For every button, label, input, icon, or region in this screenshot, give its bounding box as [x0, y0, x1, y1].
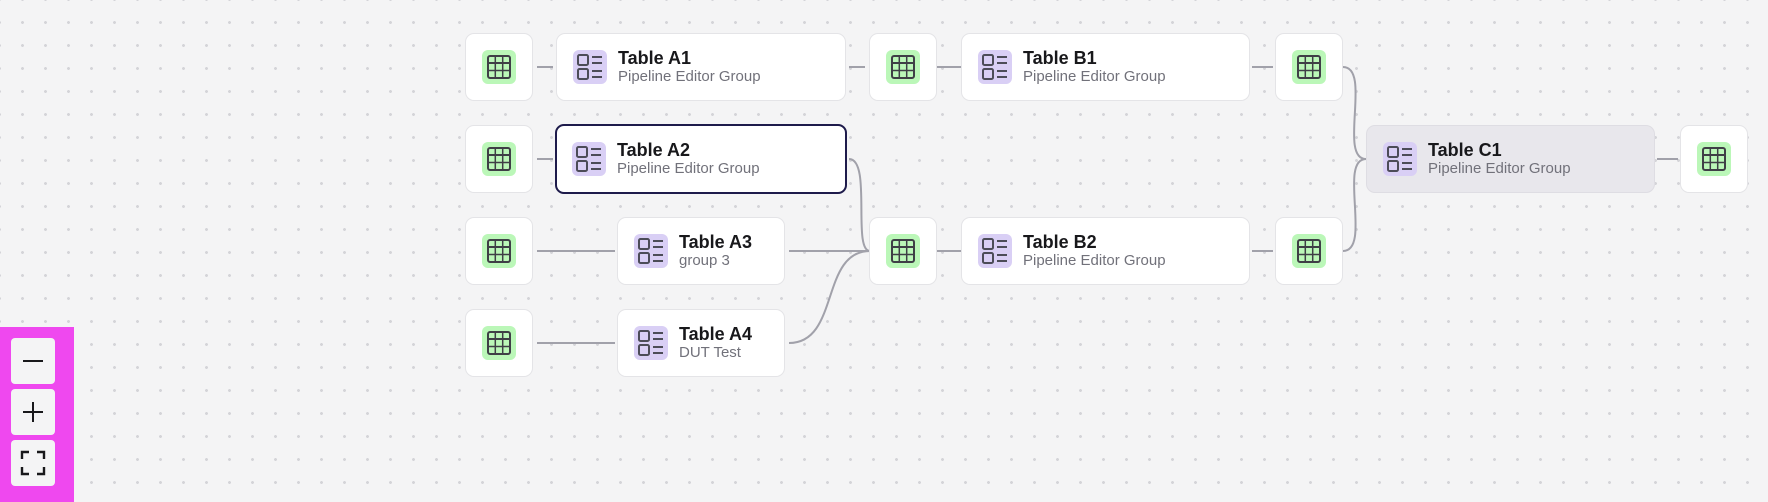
- node-title: Table A3: [679, 232, 753, 252]
- node-subtitle: group 3: [679, 252, 730, 269]
- plus-icon: [23, 402, 43, 422]
- table-grid-icon: [1292, 50, 1326, 84]
- node-title: Table A1: [618, 48, 692, 68]
- table-node[interactable]: [1275, 217, 1343, 285]
- list-group-icon: [978, 234, 1012, 268]
- table-grid-icon: [482, 234, 516, 268]
- node-subtitle: DUT Test: [679, 344, 741, 361]
- table-node[interactable]: [465, 217, 533, 285]
- table-grid-icon: [482, 326, 516, 360]
- group-node-table-c1[interactable]: Table C1 Pipeline Editor Group: [1366, 125, 1655, 193]
- node-title: Table B1: [1023, 48, 1097, 68]
- table-grid-icon: [482, 50, 516, 84]
- list-group-icon: [634, 326, 668, 360]
- edge: [848, 158, 871, 252]
- edge: [788, 250, 871, 344]
- node-subtitle: Pipeline Editor Group: [1023, 252, 1166, 269]
- edge: [1342, 66, 1367, 160]
- node-title: Table A2: [617, 140, 691, 160]
- list-group-icon: [978, 50, 1012, 84]
- table-grid-icon: [1697, 142, 1731, 176]
- list-group-icon: [634, 234, 668, 268]
- node-title: Table B2: [1023, 232, 1097, 252]
- table-node[interactable]: [869, 33, 937, 101]
- table-node[interactable]: [1680, 125, 1748, 193]
- node-title: Table A4: [679, 324, 753, 344]
- fit-view-button[interactable]: [11, 440, 55, 486]
- zoom-out-button[interactable]: [11, 338, 55, 384]
- node-subtitle: Pipeline Editor Group: [1428, 160, 1571, 177]
- group-node-table-a2[interactable]: Table A2 Pipeline Editor Group: [555, 124, 847, 194]
- group-node-table-a4[interactable]: Table A4 DUT Test: [617, 309, 785, 377]
- node-subtitle: Pipeline Editor Group: [618, 68, 761, 85]
- table-node[interactable]: [465, 33, 533, 101]
- minus-icon: [23, 360, 43, 362]
- group-node-table-b1[interactable]: Table B1 Pipeline Editor Group: [961, 33, 1250, 101]
- list-group-icon: [1383, 142, 1417, 176]
- table-grid-icon: [1292, 234, 1326, 268]
- list-group-icon: [572, 142, 606, 176]
- table-node[interactable]: [869, 217, 937, 285]
- table-grid-icon: [482, 142, 516, 176]
- table-node[interactable]: [465, 309, 533, 377]
- list-group-icon: [573, 50, 607, 84]
- zoom-in-button[interactable]: [11, 389, 55, 435]
- group-node-table-b2[interactable]: Table B2 Pipeline Editor Group: [961, 217, 1250, 285]
- table-grid-icon: [886, 234, 920, 268]
- table-node[interactable]: [1275, 33, 1343, 101]
- node-title: Table C1: [1428, 140, 1502, 160]
- group-node-table-a1[interactable]: Table A1 Pipeline Editor Group: [556, 33, 846, 101]
- group-node-table-a3[interactable]: Table A3 group 3: [617, 217, 785, 285]
- edge: [1342, 158, 1367, 252]
- fit-view-icon: [20, 450, 46, 476]
- node-subtitle: Pipeline Editor Group: [1023, 68, 1166, 85]
- node-subtitle: Pipeline Editor Group: [617, 160, 760, 177]
- table-node[interactable]: [465, 125, 533, 193]
- table-grid-icon: [886, 50, 920, 84]
- zoom-controls: [0, 327, 74, 502]
